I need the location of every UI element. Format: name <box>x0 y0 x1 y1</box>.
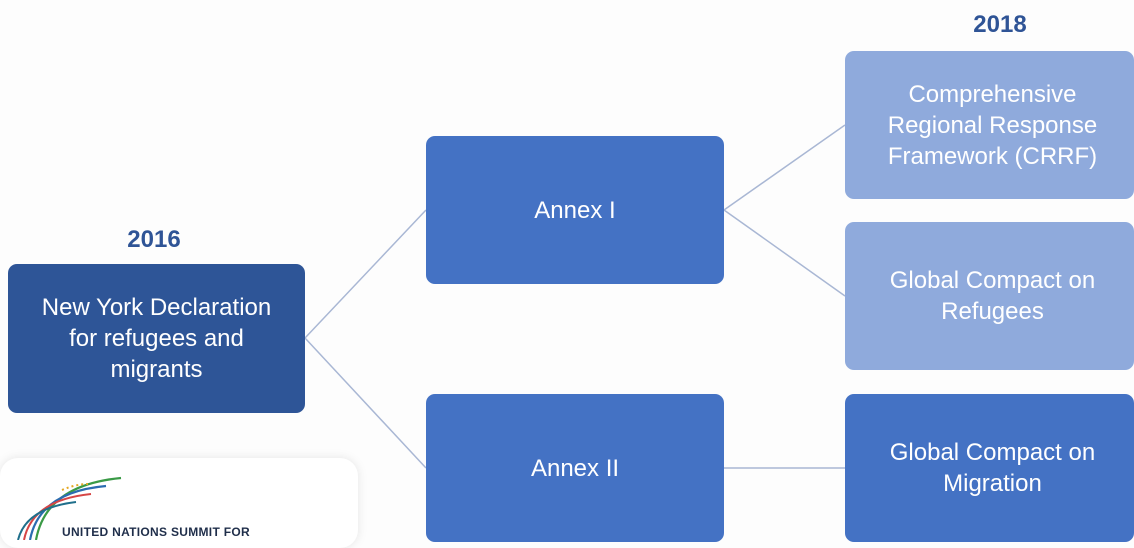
connector-annex1-gcr <box>723 209 846 297</box>
node-new-york-declaration: New York Declaration for refugees and mi… <box>8 264 305 413</box>
node-annex-1: Annex I <box>426 136 724 284</box>
node-global-compact-migration: Global Compact on Migration <box>845 394 1134 542</box>
year-label-2018: 2018 <box>973 11 1027 38</box>
summit-logo-text: UNITED NATIONS SUMMIT FOR <box>62 525 250 539</box>
node-crrf: Comprehensive Regional Response Framewor… <box>845 51 1134 199</box>
node-annex-2: Annex II <box>426 394 724 542</box>
node-global-compact-refugees: Global Compact on Refugees <box>845 222 1134 370</box>
year-label-2016: 2016 <box>127 226 181 253</box>
connector-annex1-crrf <box>723 124 846 211</box>
connector-declaration-annex1 <box>304 209 427 339</box>
summit-logo-card <box>0 458 358 548</box>
summit-logo-icon <box>17 476 122 540</box>
connector-declaration-annex2 <box>304 337 427 469</box>
